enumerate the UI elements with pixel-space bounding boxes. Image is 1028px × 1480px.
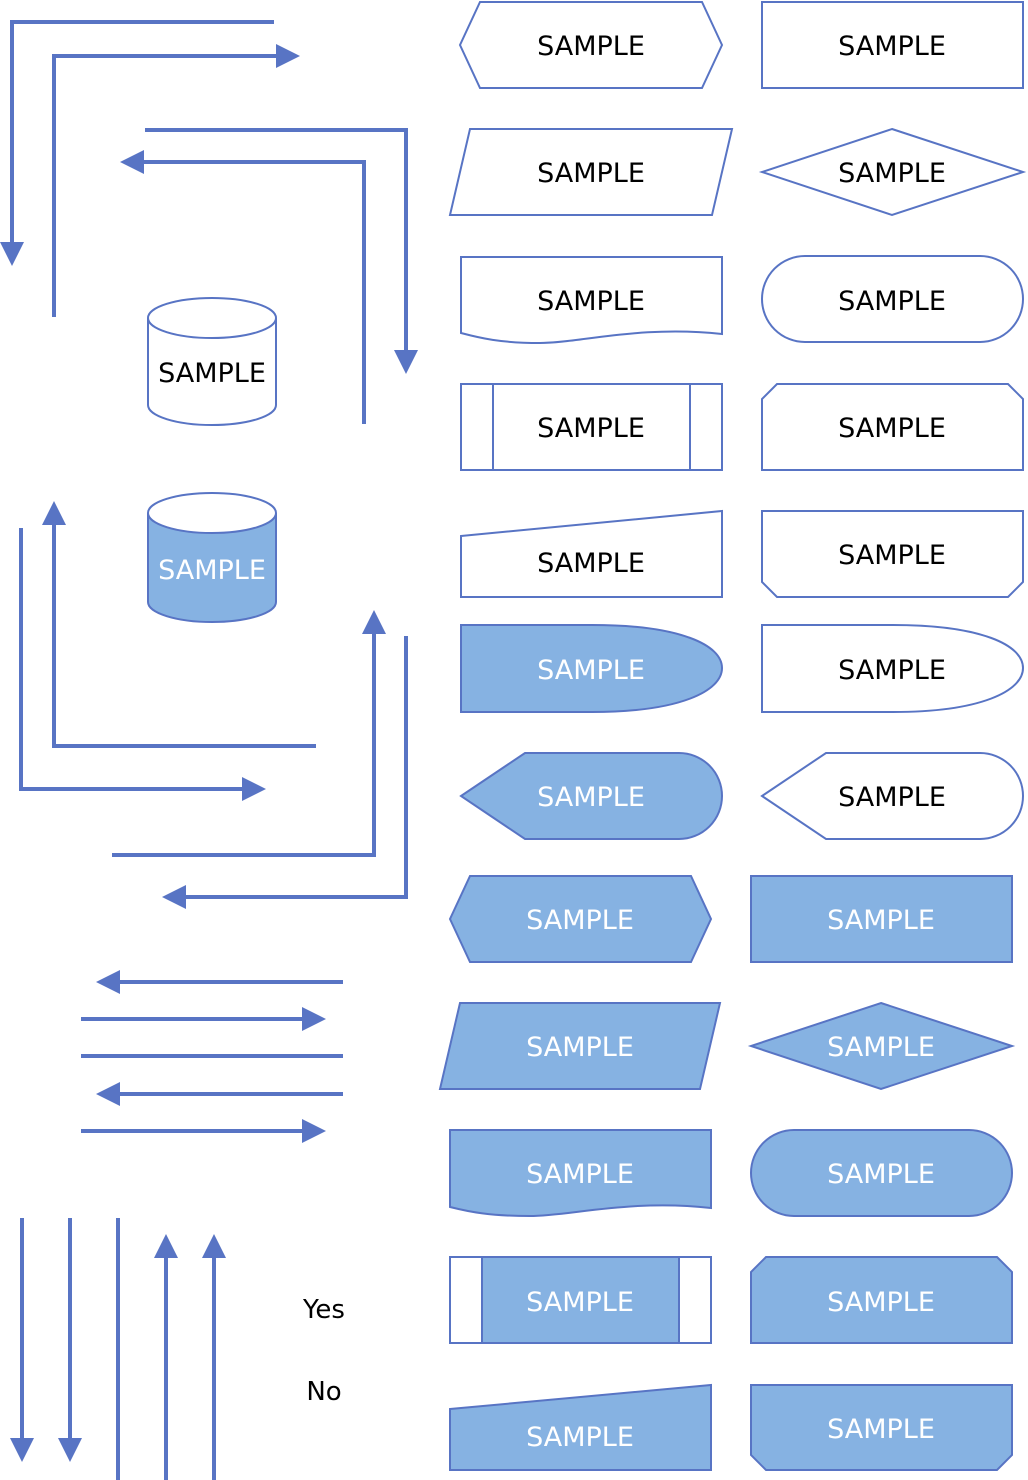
- shape-label: SAMPLE: [827, 905, 935, 936]
- delay-outline: SAMPLE: [761, 624, 1025, 713]
- parallelogram-filled: SAMPLE: [438, 1002, 722, 1090]
- rectangle-outline: SAMPLE: [761, 1, 1024, 89]
- shape-label: SAMPLE: [838, 158, 946, 189]
- chamfer-top-outline: SAMPLE: [761, 383, 1024, 471]
- shape-label: SAMPLE: [537, 413, 645, 444]
- shape-label: SAMPLE: [526, 1159, 634, 1190]
- shape-label: SAMPLE: [537, 548, 645, 579]
- chamfer-bottom-filled: SAMPLE: [750, 1384, 1013, 1471]
- rectangle-filled: SAMPLE: [750, 875, 1013, 963]
- elbow-arrow-right: [19, 528, 266, 801]
- display-filled: SAMPLE: [459, 752, 723, 840]
- shape-label: SAMPLE: [838, 31, 946, 62]
- diamond-outline: SAMPLE: [758, 127, 1027, 217]
- yes-label: Yes: [302, 1295, 345, 1325]
- hexagon-filled: SAMPLE: [448, 875, 713, 963]
- elbow-arrow-up: [112, 610, 386, 857]
- shape-label: SAMPLE: [526, 1032, 634, 1063]
- terminator-filled: SAMPLE: [750, 1129, 1013, 1217]
- elbow-arrow-right: [52, 44, 300, 317]
- shape-label: SAMPLE: [827, 1032, 935, 1063]
- shape-label: SAMPLE: [158, 555, 266, 586]
- display-outline: SAMPLE: [760, 752, 1024, 840]
- shape-label: SAMPLE: [838, 540, 946, 571]
- shape-label: SAMPLE: [537, 655, 645, 686]
- manual-input-outline: SAMPLE: [460, 509, 723, 598]
- elbow-arrow-down: [145, 128, 418, 374]
- elbow-arrow-left: [162, 636, 408, 909]
- shape-label: SAMPLE: [526, 1422, 634, 1453]
- document-filled: SAMPLE: [449, 1129, 712, 1218]
- delay-filled: SAMPLE: [460, 624, 724, 713]
- predefined-process-outline: SAMPLE: [460, 383, 723, 471]
- chamfer-bottom-outline: SAMPLE: [761, 510, 1024, 598]
- database-outline: SAMPLE: [147, 297, 277, 426]
- shape-label: SAMPLE: [537, 31, 645, 62]
- shape-label: SAMPLE: [526, 905, 634, 936]
- connector-arrows: [0, 20, 418, 1480]
- elbow-arrow-up: [42, 501, 316, 748]
- shape-label: SAMPLE: [838, 413, 946, 444]
- shape-label: SAMPLE: [537, 158, 645, 189]
- elbow-arrow-down: [0, 20, 274, 266]
- database-filled: SAMPLE: [147, 492, 277, 623]
- diamond-filled: SAMPLE: [747, 1001, 1016, 1091]
- chamfer-top-filled: SAMPLE: [750, 1256, 1013, 1344]
- parallelogram-outline: SAMPLE: [448, 128, 734, 216]
- shape-label: SAMPLE: [537, 286, 645, 317]
- shape-label: SAMPLE: [838, 655, 946, 686]
- no-label: No: [306, 1377, 341, 1407]
- elbow-arrow-left: [120, 150, 366, 424]
- shape-label: SAMPLE: [827, 1414, 935, 1445]
- hexagon-outline: SAMPLE: [458, 1, 724, 89]
- terminator-outline: SAMPLE: [761, 255, 1024, 343]
- manual-input-filled: SAMPLE: [449, 1383, 712, 1471]
- shape-label: SAMPLE: [838, 782, 946, 813]
- shape-label: SAMPLE: [827, 1159, 935, 1190]
- shape-label: SAMPLE: [838, 286, 946, 317]
- document-outline: SAMPLE: [460, 256, 723, 345]
- shape-label: SAMPLE: [827, 1287, 935, 1318]
- shape-label: SAMPLE: [158, 358, 266, 389]
- shape-label: SAMPLE: [526, 1287, 634, 1318]
- shape-label: SAMPLE: [537, 782, 645, 813]
- predefined-process-filled: SAMPLE: [449, 1256, 712, 1344]
